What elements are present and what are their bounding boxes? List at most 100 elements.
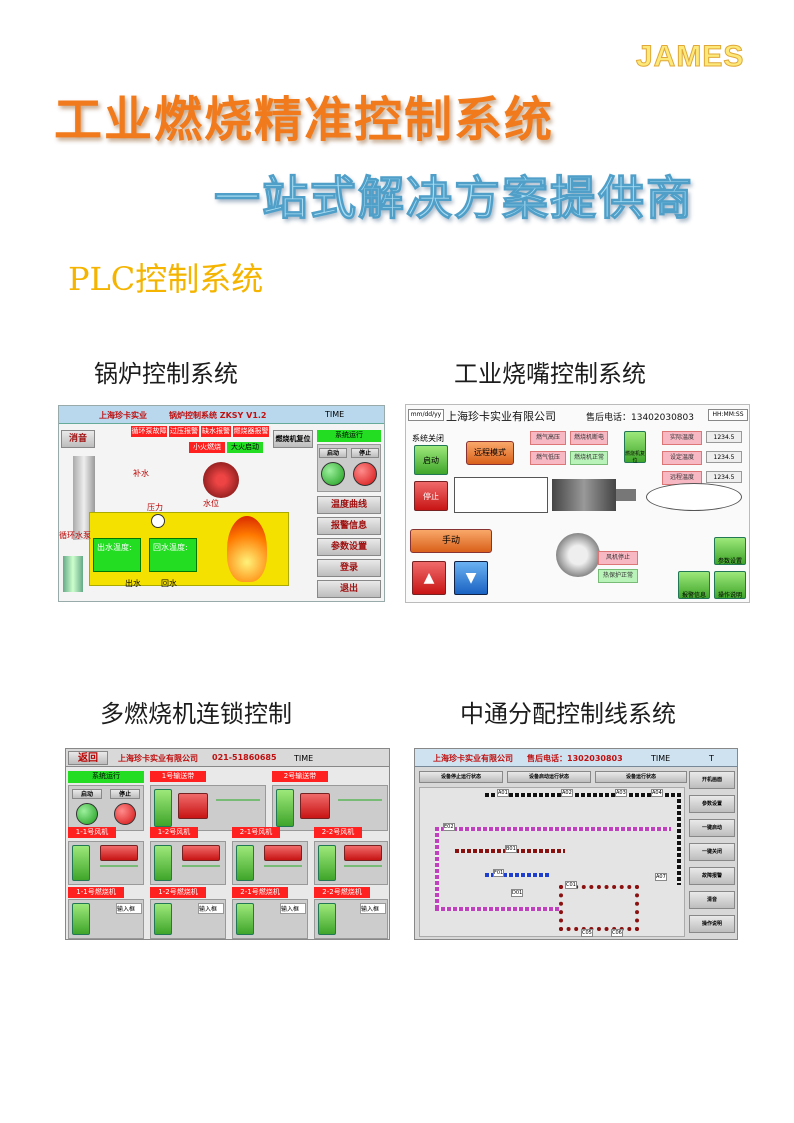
conveyor-2-fwd[interactable] bbox=[300, 793, 330, 819]
multi-system-running: 系统运行 bbox=[68, 771, 144, 783]
fan-1-2: 1-2号风机 bbox=[150, 827, 198, 838]
conveyor-2-toggle[interactable] bbox=[276, 789, 294, 827]
burner-1-2-toggle[interactable] bbox=[154, 903, 172, 935]
pump-icon bbox=[63, 556, 83, 592]
node-f01: F01 bbox=[493, 869, 505, 877]
multi-start-button[interactable] bbox=[76, 803, 98, 825]
burner-reset-button[interactable]: 燃烧机复位 bbox=[273, 430, 313, 448]
caption-burner: 工业烧嘴控制系统 bbox=[454, 360, 646, 388]
burner-reset-button-2[interactable]: 燃烧机复位 bbox=[624, 431, 646, 464]
boiler-header bbox=[59, 406, 384, 424]
zt-phone: 售后电话：1302030803 bbox=[527, 754, 623, 763]
flag-power-off: 燃烧机断电 bbox=[570, 431, 608, 445]
fan-1-2-toggle[interactable] bbox=[154, 845, 172, 881]
label-pump: 循环水泵 bbox=[59, 531, 91, 540]
start-button[interactable] bbox=[321, 462, 345, 486]
fan-1-2-on bbox=[182, 845, 220, 861]
zt-one-key-start[interactable]: 一键启动 bbox=[689, 819, 735, 837]
burner-2-1-input[interactable]: 输入框 bbox=[280, 903, 306, 914]
burner-1-1-toggle[interactable] bbox=[72, 903, 90, 935]
out-temp-box bbox=[93, 538, 141, 572]
alarm-overpressure: 过压报警 bbox=[169, 426, 199, 437]
label-return: 回水 bbox=[161, 579, 177, 588]
zt-manual[interactable]: 操作说明 bbox=[689, 915, 735, 933]
fan-2-1-toggle[interactable] bbox=[236, 845, 254, 881]
zt-line-black-top bbox=[485, 793, 681, 797]
burner-control-screenshot: mm/dd/yy 上海珍卡实业有限公司 售后电话：13402030803 HH:… bbox=[405, 404, 750, 603]
burner-icon bbox=[203, 462, 239, 498]
node-e01: E02 bbox=[443, 823, 455, 831]
menu-login[interactable]: 登录 bbox=[317, 559, 381, 577]
stop-button[interactable] bbox=[353, 462, 377, 486]
burner-nozzle-icon bbox=[616, 489, 636, 501]
combustion-chamber bbox=[646, 483, 742, 511]
conveyor-1-status bbox=[216, 799, 260, 801]
mute-button[interactable]: 消音 bbox=[61, 430, 95, 448]
fan-1-1: 1-1号风机 bbox=[68, 827, 116, 838]
pressure-gauge-icon bbox=[151, 514, 165, 528]
temp-actual-label: 实际温度 bbox=[662, 431, 702, 445]
alarm-info-button[interactable]: 报警信息 bbox=[678, 571, 710, 599]
caption-boiler: 锅炉控制系统 bbox=[94, 360, 238, 388]
main-title: 工业燃烧精准控制系统 bbox=[54, 92, 555, 148]
burner-1-1-input[interactable]: 输入框 bbox=[116, 903, 142, 914]
multi-start-label: 启动 bbox=[72, 789, 102, 799]
zt-silence[interactable]: 清音 bbox=[689, 891, 735, 909]
zt-tab-start[interactable]: 设备启动运行状态 bbox=[507, 771, 591, 783]
date-display: mm/dd/yy bbox=[408, 409, 444, 421]
fan-2-2: 2-2号风机 bbox=[314, 827, 362, 838]
conveyor-1-toggle[interactable] bbox=[154, 789, 172, 827]
burner-phone: 售后电话：13402030803 bbox=[586, 413, 694, 423]
burner-company: 上海珍卡实业有限公司 bbox=[446, 410, 556, 423]
conveyor-2: 2号输送带 bbox=[272, 771, 328, 782]
remote-mode-button[interactable]: 远程模式 bbox=[466, 441, 514, 465]
zt-tab-running[interactable]: 设备运行状态 bbox=[595, 771, 687, 783]
param-setting-button[interactable]: 参数设置 bbox=[714, 537, 746, 565]
menu-exit[interactable]: 退出 bbox=[317, 580, 381, 598]
burner-start-button[interactable]: 启动 bbox=[414, 445, 448, 475]
conveyor-1-fwd[interactable] bbox=[178, 793, 208, 819]
alarm-low-water: 缺水报警 bbox=[201, 426, 231, 437]
alarm-burner: 燃烧器报警 bbox=[233, 426, 269, 437]
fan-1-1-toggle[interactable] bbox=[72, 845, 90, 881]
menu-alarm-info[interactable]: 报警信息 bbox=[317, 517, 381, 535]
zt-t: T bbox=[709, 754, 714, 763]
menu-param-setting[interactable]: 参数设置 bbox=[317, 538, 381, 556]
zt-params[interactable]: 参数设置 bbox=[689, 795, 735, 813]
node-a01: A01 bbox=[497, 789, 509, 797]
fan-2-2-on bbox=[344, 845, 382, 861]
manual-button[interactable]: 手动 bbox=[410, 529, 492, 553]
fan-2-1-on bbox=[264, 845, 302, 861]
fan-2-1-status bbox=[264, 865, 302, 867]
fan-1-2-status bbox=[182, 865, 220, 867]
back-button[interactable]: 返回 bbox=[68, 751, 108, 765]
burner-2-1: 2-1号燃烧机 bbox=[232, 887, 288, 898]
zt-startup-screen[interactable]: 开机画面 bbox=[689, 771, 735, 789]
flag-gas-high: 燃气高压 bbox=[530, 431, 566, 445]
decrease-button[interactable]: ▼ bbox=[454, 561, 488, 595]
burner-2-1-toggle[interactable] bbox=[236, 903, 254, 935]
manual-info-button[interactable]: 操作说明 bbox=[714, 571, 746, 599]
increase-button[interactable]: ▲ bbox=[412, 561, 446, 595]
time-display: HH:MM:SS bbox=[708, 409, 748, 421]
temp-set-value[interactable]: 1234.5 bbox=[706, 451, 742, 463]
burner-stop-button[interactable]: 停止 bbox=[414, 481, 448, 511]
conveyor-2-status bbox=[338, 799, 382, 801]
zt-one-key-stop[interactable]: 一键关闭 bbox=[689, 843, 735, 861]
multi-company: 上海珍卡实业有限公司 bbox=[118, 754, 198, 763]
burner-1-2: 1-2号燃烧机 bbox=[150, 887, 206, 898]
zt-fault-alarm[interactable]: 故障报警 bbox=[689, 867, 735, 885]
fan-1-1-on bbox=[100, 845, 138, 861]
stop-label: 停止 bbox=[351, 448, 379, 458]
menu-temp-curve[interactable]: 温度曲线 bbox=[317, 496, 381, 514]
burner-1-2-input[interactable]: 输入框 bbox=[198, 903, 224, 914]
burner-2-2-input[interactable]: 输入框 bbox=[360, 903, 386, 914]
label-outlet: 出水 bbox=[125, 579, 141, 588]
system-running: 系统运行 bbox=[317, 430, 381, 442]
start-label: 启动 bbox=[319, 448, 347, 458]
multi-stop-button[interactable] bbox=[114, 803, 136, 825]
fan-stop-label: 风机停止 bbox=[598, 551, 638, 565]
burner-2-2-toggle[interactable] bbox=[318, 903, 336, 935]
zt-tab-stop[interactable]: 设备停止运行状态 bbox=[419, 771, 503, 783]
fan-2-2-toggle[interactable] bbox=[318, 845, 336, 881]
